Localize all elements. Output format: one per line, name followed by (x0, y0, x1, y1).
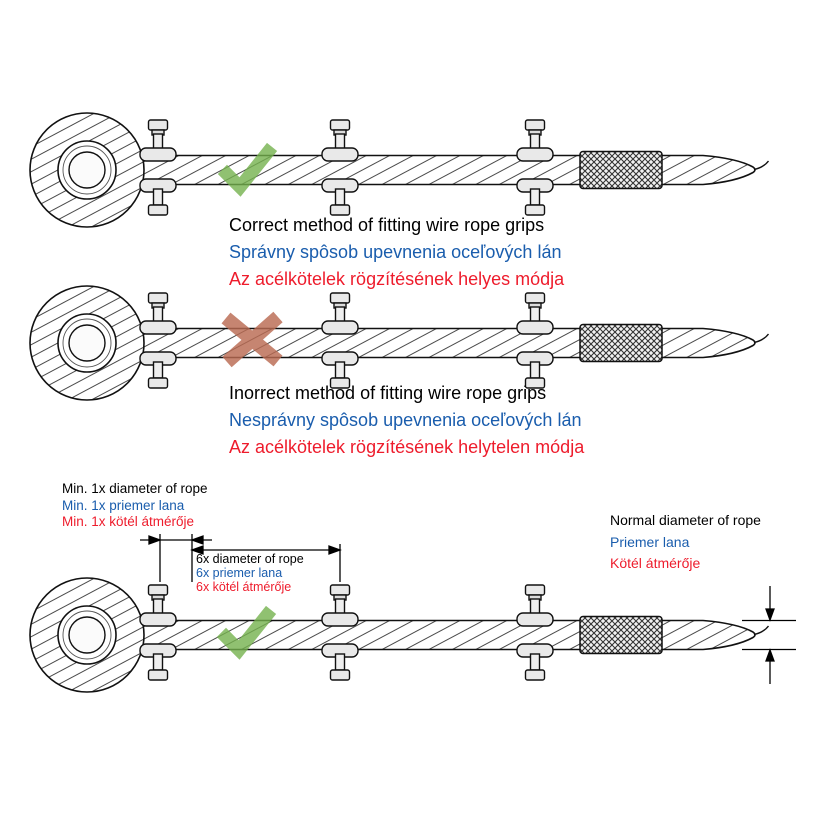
six-diameter-label-en: 6x diameter of rope (196, 552, 304, 566)
rope-diameter-dimension (742, 586, 796, 684)
min-diameter-label-hu: Min. 1x kötél átmérője (62, 514, 195, 529)
six-diameter-label: 6x diameter of rope 6x priemer lana 6x k… (196, 552, 304, 594)
min-diameter-label-sk: Min. 1x priemer lana (62, 497, 185, 513)
arrow-right-icon (148, 535, 162, 545)
six-diameter-dimension (190, 544, 342, 582)
normal-diameter-label-hu: Kötél átmérője (610, 555, 701, 571)
incorrect-caption-sk: Nesprávny spôsob upevnenia oceľových lán (229, 410, 582, 430)
min-diameter-dimension (140, 534, 212, 582)
six-diameter-label-hu: 6x kötél átmérője (196, 580, 292, 594)
six-diameter-label-sk: 6x priemer lana (196, 566, 283, 580)
incorrect-caption-en: Inorrect method of fitting wire rope gri… (229, 383, 547, 403)
dimension-rope-illustration (0, 534, 796, 820)
correct-caption-hu: Az acélkötelek rögzítésének helyes módja (229, 269, 565, 289)
arrow-down-icon (765, 608, 775, 622)
min-diameter-label-en: Min. 1x diameter of rope (62, 481, 208, 496)
arrow-left-icon (190, 535, 204, 545)
normal-diameter-label-en: Normal diameter of rope (610, 512, 761, 528)
correct-caption-en: Correct method of fitting wire rope grip… (229, 215, 545, 235)
incorrect-caption: Inorrect method of fitting wire rope gri… (229, 380, 584, 461)
arrow-left-icon (190, 545, 204, 555)
incorrect-caption-hu: Az acélkötelek rögzítésének helytelen mó… (229, 437, 585, 457)
correct-caption: Correct method of fitting wire rope grip… (229, 212, 564, 293)
normal-diameter-label: Normal diameter of rope Priemer lana Köt… (610, 510, 761, 575)
correct-caption-sk: Správny spôsob upevnenia oceľových lán (229, 242, 562, 262)
min-diameter-label: Min. 1x diameter of rope Min. 1x priemer… (62, 481, 208, 531)
arrow-right-icon (328, 545, 342, 555)
normal-diameter-label-sk: Priemer lana (610, 533, 690, 550)
arrow-up-icon (765, 648, 775, 662)
